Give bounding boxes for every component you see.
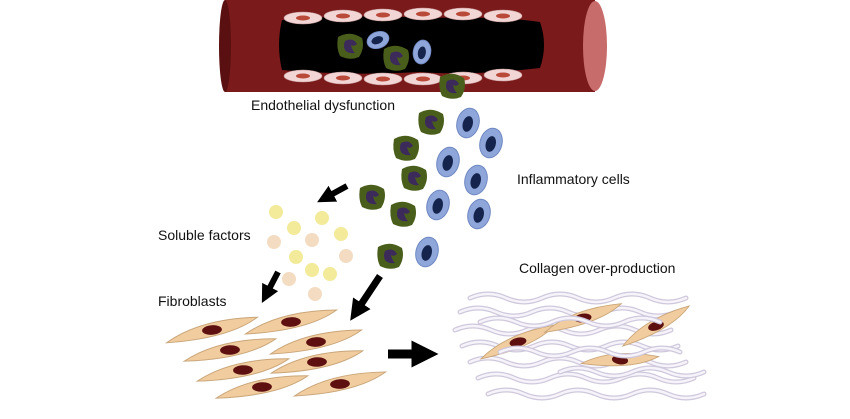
label-soluble-factors: Soluble factors	[158, 227, 251, 243]
arrows	[261, 183, 439, 368]
arrow-to-soluble	[317, 183, 349, 203]
arrow-inflammatory-to-fibroblasts	[350, 274, 383, 321]
collagen-matrix	[452, 291, 707, 401]
label-fibroblasts: Fibroblasts	[158, 293, 227, 309]
vessel-lumen	[279, 16, 544, 74]
fibroblast-cluster	[164, 309, 388, 399]
label-endothelial-dysfunction: Endothelial dysfunction	[251, 97, 395, 113]
soluble-factors	[267, 205, 353, 301]
label-collagen-over-production: Collagen over-production	[519, 260, 676, 276]
arrow-soluble-to-fibroblasts	[261, 270, 281, 303]
label-inflammatory-cells: Inflammatory cells	[517, 171, 630, 187]
blood-vessel	[219, 0, 607, 92]
